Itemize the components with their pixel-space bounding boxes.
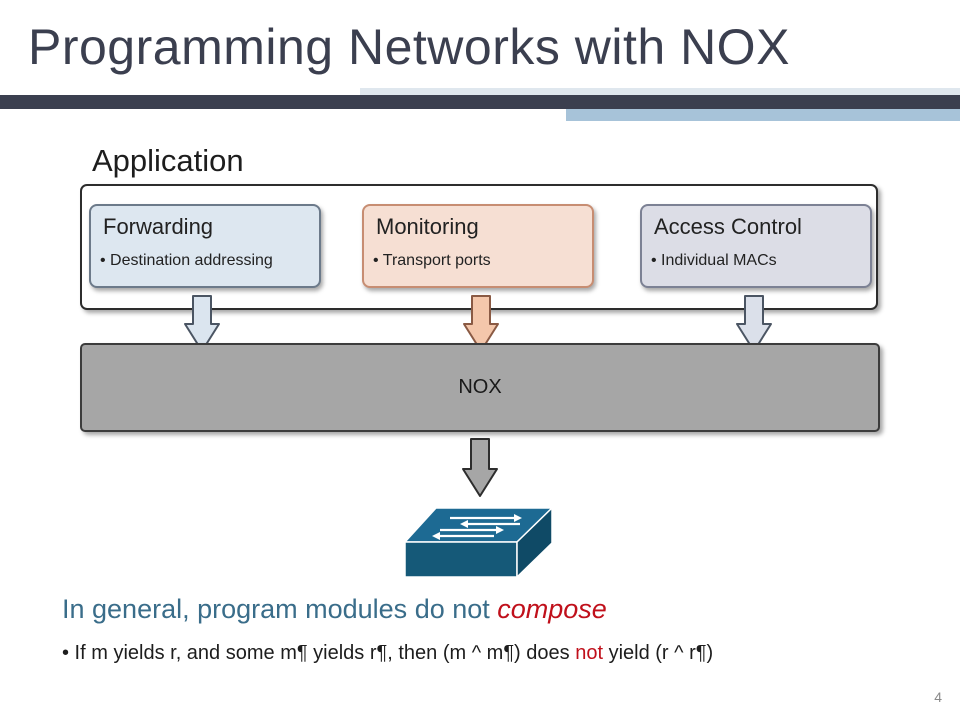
monitoring-module-title: Monitoring xyxy=(376,214,479,239)
statement-negation: not xyxy=(575,642,604,664)
headline-prefix: In general, program modules do not xyxy=(62,594,498,624)
access-control-module-title: Access Control xyxy=(654,214,802,239)
forwarding-module-title: Forwarding xyxy=(103,214,214,239)
monitoring-module-bullet: • Transport ports xyxy=(373,252,491,269)
monitoring-to-nox-arrow xyxy=(463,295,499,352)
statement-after: yield (r ^ r¶) xyxy=(603,642,714,664)
page-number: 4 xyxy=(934,689,942,705)
title-underline-accent xyxy=(566,109,960,121)
forwarding-module-bullet: • Destination addressing xyxy=(100,252,273,269)
access-control-to-nox-arrow xyxy=(736,295,772,352)
composition-headline: In general, program modules do not compo… xyxy=(62,594,607,625)
nox-to-switch-arrow xyxy=(462,438,498,497)
statement-before: • If m yields r, and some m¶ yields r¶, … xyxy=(62,642,576,664)
network-switch-icon xyxy=(403,506,554,579)
application-label: Application xyxy=(92,143,244,178)
title-underline-dark xyxy=(0,95,960,109)
nox-label: NOX xyxy=(458,376,502,398)
nox-controller-box: NOX xyxy=(80,343,880,432)
forwarding-module: Forwarding • Destination addressing xyxy=(89,204,321,288)
title-underline-light xyxy=(360,88,960,95)
headline-emphasis: compose xyxy=(497,594,607,624)
forwarding-to-nox-arrow xyxy=(184,295,220,352)
access-control-module: Access Control • Individual MACs xyxy=(640,204,872,288)
composition-statement: • If m yields r, and some m¶ yields r¶, … xyxy=(62,642,713,665)
monitoring-module: Monitoring • Transport ports xyxy=(362,204,594,288)
access-control-module-bullet: • Individual MACs xyxy=(651,252,777,269)
slide-title: Programming Networks with NOX xyxy=(28,19,790,75)
